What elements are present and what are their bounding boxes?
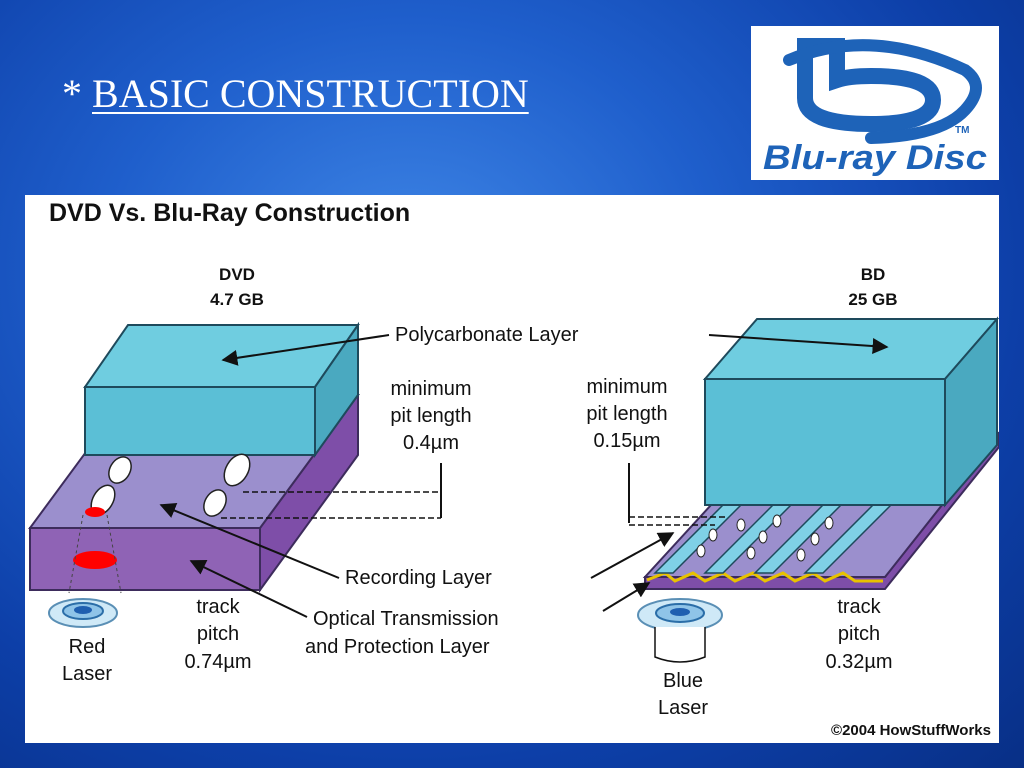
- bd-disc-layers: [642, 316, 999, 590]
- bd-capacity: 25 GB: [848, 290, 897, 309]
- dvd-track-line1: track: [196, 596, 240, 618]
- polycarbonate-arrow-dvd: [221, 334, 390, 366]
- bd-minpit-bracket: [628, 463, 725, 526]
- dvd-laser-line1: Red: [69, 636, 106, 658]
- dvd-name: DVD: [219, 265, 255, 284]
- red-laser: [48, 507, 122, 628]
- logo-wordmark: Blu-ray Disc: [763, 139, 987, 177]
- dvd-track-value: 0.74µm: [184, 651, 251, 673]
- polycarbonate-arrow-bd: [708, 334, 889, 355]
- bd-minpit-line2: pit length: [586, 403, 667, 425]
- optical-arrow-bd: [602, 582, 651, 612]
- dvd-minpit-value: 0.4µm: [403, 432, 459, 454]
- bd-track-line1: track: [837, 596, 881, 618]
- optical-arrow-dvd: [189, 560, 308, 618]
- dvd-minpit-line2: pit length: [390, 405, 471, 427]
- logo-tm: TM: [955, 125, 969, 136]
- dvd-minpit-line1: minimum: [390, 378, 471, 400]
- title-text: BASIC CONSTRUCTION: [92, 71, 529, 116]
- recording-label: Recording Layer: [345, 567, 492, 589]
- dvd-laser-line2: Laser: [62, 663, 112, 685]
- title-bullet: *: [62, 71, 82, 116]
- bd-track-value: 0.32µm: [825, 651, 892, 673]
- bd-track-line2: pitch: [838, 623, 880, 645]
- optical-label-line1: Optical Transmission: [313, 608, 499, 630]
- construction-diagram: DVD Vs. Blu-Ray Construction DVD 4.7 GB: [25, 195, 999, 743]
- bluray-logo: TM Blu-ray Disc: [751, 26, 999, 180]
- recording-arrow-dvd: [159, 503, 340, 579]
- bluray-logo-icon: TM Blu-ray Disc: [763, 38, 987, 177]
- blue-laser: [637, 598, 723, 663]
- dvd-minpit-bracket: [221, 463, 442, 519]
- dvd-disc-layers: [28, 321, 360, 594]
- dvd-capacity: 4.7 GB: [210, 290, 264, 309]
- dvd-track-line2: pitch: [197, 623, 239, 645]
- bd-laser-line1: Blue: [663, 670, 703, 692]
- bd-name: BD: [861, 265, 886, 284]
- figure-credit: ©2004 HowStuffWorks: [831, 722, 991, 739]
- recording-arrow-bd: [590, 532, 675, 579]
- slide-title: * BASIC CONSTRUCTION: [62, 70, 529, 117]
- figure-title: DVD Vs. Blu-Ray Construction: [49, 199, 410, 227]
- polycarbonate-label: Polycarbonate Layer: [395, 324, 579, 346]
- bd-minpit-value: 0.15µm: [593, 430, 660, 452]
- bd-minpit-line1: minimum: [586, 376, 667, 398]
- optical-label-line2: and Protection Layer: [305, 636, 490, 658]
- bd-laser-line2: Laser: [658, 697, 708, 719]
